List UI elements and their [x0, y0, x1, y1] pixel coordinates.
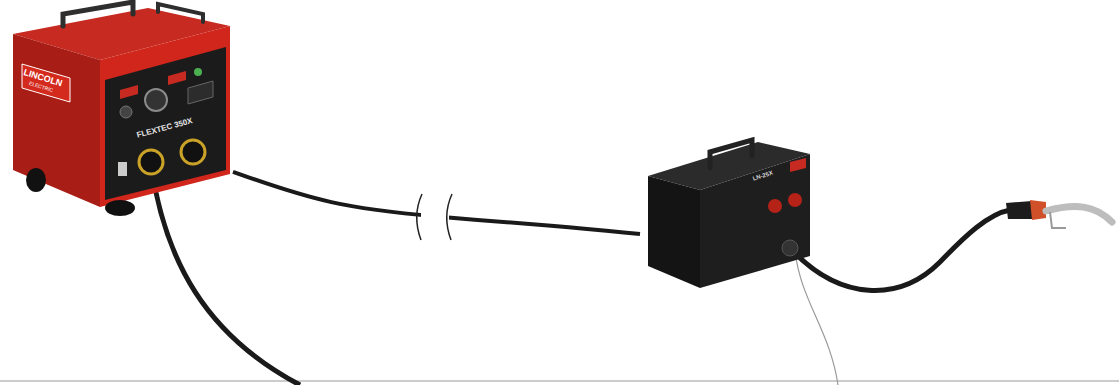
power-source-outline [8, 2, 233, 217]
cable-break-mark [447, 194, 452, 240]
side-face [648, 176, 700, 288]
front-face [700, 154, 810, 288]
cable-break-gap [421, 192, 449, 240]
power-cable [233, 172, 640, 234]
wire-feeder: LN-25X [640, 138, 815, 293]
cable-break-mark [417, 194, 422, 240]
control-knob [788, 193, 802, 207]
gun-connector [782, 240, 798, 256]
indicator [120, 85, 138, 99]
indicator [790, 158, 806, 172]
gun-cable [790, 210, 1010, 290]
wheel [105, 200, 135, 216]
indicator [194, 68, 202, 76]
front-panel [105, 47, 226, 200]
wire-feeder-outline [640, 138, 815, 293]
control-knob [120, 106, 132, 118]
floor-line [0, 380, 1119, 382]
work-cable [151, 165, 300, 385]
power-source: LINCOLNELECTRICFLEXTEC 350X [8, 2, 233, 217]
front-face [100, 26, 230, 207]
control-knob [768, 199, 782, 213]
gun-trigger [1050, 212, 1066, 228]
handle [158, 4, 203, 22]
output-stud [139, 150, 163, 174]
output-stud [181, 140, 205, 164]
gun-handle [1006, 201, 1034, 219]
logo-badge [22, 64, 70, 102]
control-knob [145, 89, 167, 111]
handle [710, 140, 752, 168]
display [188, 81, 213, 104]
switch [118, 162, 127, 176]
wheel [26, 168, 46, 192]
side-face [13, 34, 100, 207]
gun-neck [1046, 206, 1112, 222]
handle [63, 2, 133, 26]
indicator [168, 71, 186, 85]
